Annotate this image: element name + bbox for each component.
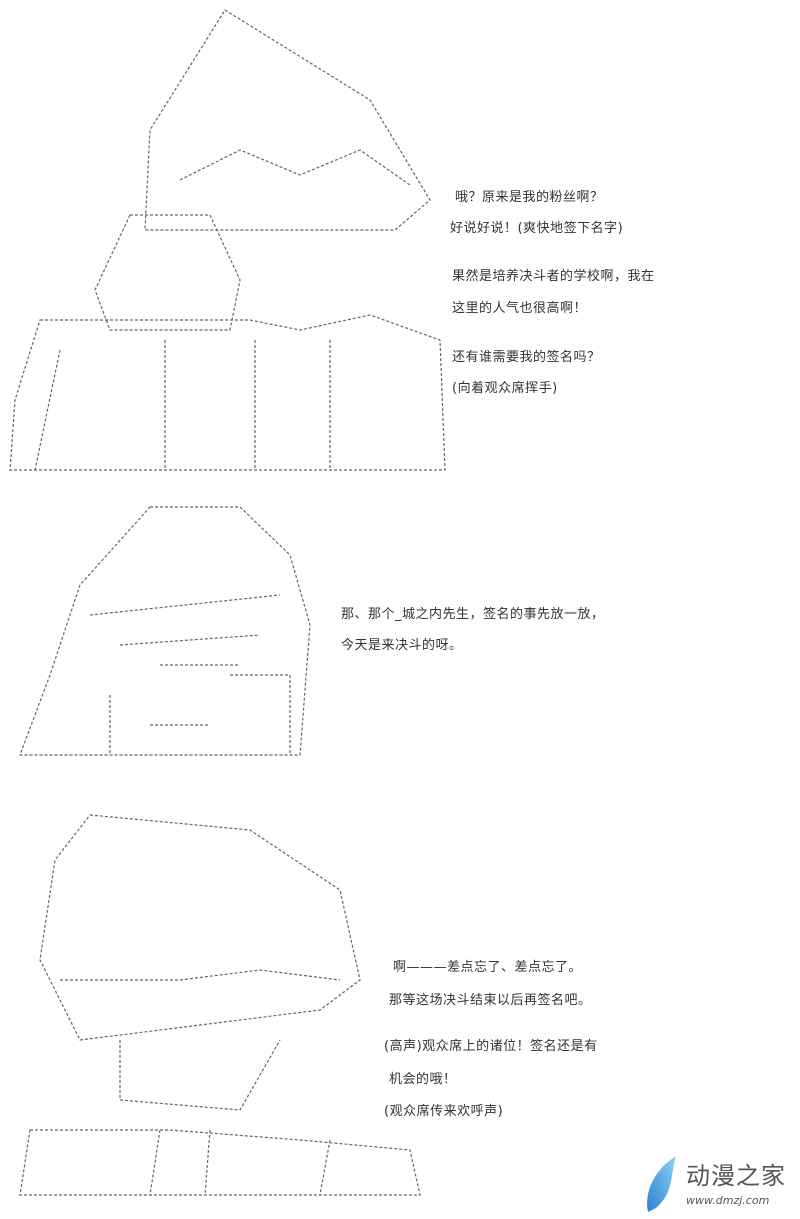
dialogue-line: 哦？原来是我的粉丝啊？ [455,190,604,205]
ascii-art-character-2 [19,506,311,756]
dialogue-line: 那、那个_城之内先生，签名的事先放一放， [341,607,605,622]
dialogue-line: 那等这场决斗结束以后再签名吧。 [389,993,592,1008]
dialogue-line: (向着观众席挥手) [452,381,558,396]
dialogue-line: 还有谁需要我的签名吗？ [452,350,601,365]
dialogue-line: 啊———差点忘了、差点忘了。 [393,960,583,975]
dialogue-line: 机会的哦！ [389,1072,457,1087]
dialogue-line: 好说好说！(爽快地签下名字) [450,221,624,236]
dialogue-line: (高声)观众席上的诸位！签名还是有 [384,1039,598,1054]
dialogue-line: (观众席传来欢呼声) [384,1104,504,1119]
dialogue-line: 今天是来决斗的呀。 [341,638,463,653]
dialogue-line: 果然是培养决斗者的学校啊，我在 [452,269,655,284]
feather-logo-icon [647,1156,676,1212]
ascii-art-character-1 [9,9,446,471]
ascii-art-character-3 [19,814,421,1196]
dialogue-line: 这里的人气也很高啊！ [452,301,588,316]
watermark-name: 动漫之家 [686,1162,786,1190]
watermark-url: www.dmzj.com [686,1194,770,1207]
dmzj-watermark: 动漫之家 www.dmzj.com [640,1152,800,1216]
